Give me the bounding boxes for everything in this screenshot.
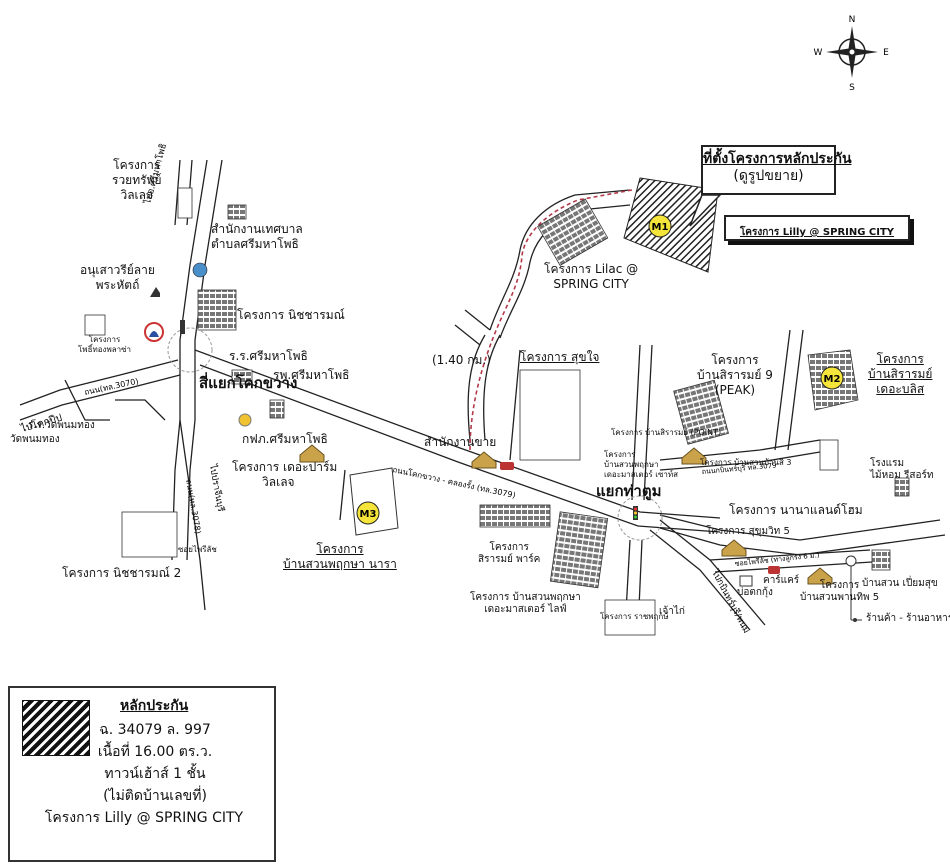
legend-title: หลักประกัน	[120, 698, 189, 714]
place-ot-kung[interactable]: บ่อตกกุ้ง	[737, 587, 773, 598]
marker-m2-label: M2	[824, 374, 841, 385]
place-hotel[interactable]: โรงแรม ไม้หอม รีสอร์ท	[870, 458, 934, 481]
place-shops[interactable]: ร้านค้า - ร้านอาหาร	[866, 613, 950, 624]
place-pea[interactable]: กฟภ.ศรีมหาโพธิ	[242, 432, 328, 446]
legend-line-3: ทาวน์เฮ้าส์ 1 ชั้น	[104, 766, 206, 782]
place-carcare[interactable]: คาร์แคร์	[763, 575, 800, 586]
place-ban-sirarom9[interactable]: โครงการ บ้านสิรารมย์ 9 (PEAK)	[697, 353, 773, 397]
legend-hatch-swatch	[22, 700, 90, 756]
place-nitcharam[interactable]: โครงการ นิชชารมณ์	[237, 308, 345, 322]
legend-line-5: โครงการ Lilly @ SPRING CITY	[44, 810, 244, 826]
callout-title: ที่ตั้งโครงการหลักประกัน	[703, 151, 852, 167]
shrimp-pond-icon	[739, 575, 753, 587]
landmark-icons	[144, 262, 862, 622]
lilly-project-label: โครงการ Lilly @ SPRING CITY	[739, 227, 895, 238]
place-pho-thong[interactable]: โครงการ โพธิ์ทองพลาซ่า	[78, 335, 132, 354]
road-label-3070: ถนน(ทล.3070)	[84, 377, 140, 397]
compass-e: E	[883, 48, 889, 58]
small-label-sirarom-3: โครงการ บ้านสวนบ้านสิ 3	[700, 458, 792, 467]
place-nitcharam2[interactable]: โครงการ นิชชารมณ์ 2	[62, 566, 182, 580]
place-wat-school[interactable]: ร.ร.วัดพนมทอง	[28, 420, 95, 431]
compass-w: W	[814, 48, 823, 58]
legend-line-2: เนื้อที่ 16.00 ตร.ว.	[97, 744, 213, 760]
legend-line-4: (ไม่ติดบ้านเลขที่)	[103, 788, 207, 804]
marker-m1-label: M1	[652, 222, 669, 233]
collateral-callout: ที่ตั้งโครงการหลักประกัน (ดูรูปขยาย)	[701, 145, 852, 195]
road-label-to-prachin: ไปปราจีนบุรี	[207, 463, 226, 513]
car-icon	[500, 462, 514, 470]
compass-rose: N S E W	[812, 12, 892, 93]
traffic-light-icon	[180, 320, 185, 334]
building-blocks	[84, 198, 910, 589]
place-tessaban[interactable]: สำนักงานเทศบาล ตำบลศรีมหาโพธิ	[211, 222, 303, 251]
marker-m3[interactable]: M3	[356, 501, 380, 525]
sign-icon	[192, 262, 208, 278]
small-label-ban-suan-the-master: โครงการ บ้านสวนพฤกษา เดอะมาสเตอร์ เซาท์ส	[604, 450, 679, 479]
shop-pin-icon	[845, 555, 857, 567]
place-sales-office[interactable]: สำนักงานขาย	[424, 435, 497, 449]
place-ruay-sap[interactable]: โครงการ รวยทรัพย์ วิลเลจ	[112, 158, 162, 202]
small-label-soi: ซอยไพรีลัช	[178, 545, 217, 554]
legend-line-1: ฉ. 34079 ล. 997	[99, 722, 211, 738]
place-sukjai[interactable]: โครงการ สุขใจ	[520, 350, 600, 364]
house-icons	[299, 444, 833, 585]
intersection-kok-kwang[interactable]: สี่แยกโคกขวาง	[199, 374, 298, 392]
place-ban-suan-piam[interactable]: บ้านสวน เปี่ยมสุข	[862, 578, 938, 589]
place-nana[interactable]: โครงการ นานาแลนด์โฮม	[729, 503, 863, 517]
road-label-main: ถนนโคกขวาง - คลองรั้ง (ทล.3079)	[392, 463, 517, 500]
intersection-tatoom[interactable]: แยกท่าตูม	[596, 482, 662, 500]
small-label-sirarom-point: โครงการ บ้านสิรารมย์ (POINT)	[611, 428, 722, 437]
roads	[19, 159, 946, 631]
place-wat[interactable]: วัดพนมทอง	[10, 434, 60, 445]
callout-subtitle: (ดูรูปขยาย)	[733, 168, 804, 184]
marker-m2[interactable]: M2	[820, 366, 844, 390]
marker-m1[interactable]: M1	[648, 214, 672, 238]
carcare-icon	[768, 566, 780, 574]
place-sirarom-park[interactable]: โครงการ สิรารมย์ พาร์ค	[478, 542, 541, 565]
power-authority-icon	[238, 413, 252, 427]
place-sukhumvit5[interactable]: โครงการ สุขุมวิท 5	[706, 526, 790, 537]
label-distance: (1.40 กม.)	[432, 353, 491, 367]
collateral-legend: หลักประกัน ฉ. 34079 ล. 997 เนื้อที่ 16.0…	[8, 686, 276, 862]
road-label-3078: ถนน(ทล.3078)	[184, 479, 202, 535]
place-the-bliss[interactable]: โครงการ บ้านสิรารมย์ เดอะบลิส	[868, 352, 933, 396]
place-school-sri[interactable]: ร.ร.ศรีมหาโพธิ	[229, 349, 308, 363]
monument-icon	[150, 287, 160, 297]
place-the-palm[interactable]: โครงการ เดอะปาร์ม วิลเลจ	[232, 460, 338, 489]
place-ban-suan-master[interactable]: โครงการ บ้านสวนพฤกษา เดอะมาสเตอร์ ไลฟ์	[470, 592, 581, 615]
place-lilac[interactable]: โครงการ Lilac @ SPRING CITY	[544, 262, 639, 291]
place-suan-pan[interactable]: โครงการ บ้านสวนพานทิพ 5	[800, 580, 880, 603]
small-label-ratchaphruek: โครงการ ราชพฤกษ์	[600, 612, 669, 621]
lilly-project-box: โครงการ Lilly @ SPRING CITY	[724, 215, 910, 241]
place-chao-kai[interactable]: เจ้าไก่	[659, 606, 685, 617]
compass-s: S	[849, 83, 855, 92]
place-ban-suan-nara[interactable]: โครงการ บ้านสวนพฤกษา นารา	[283, 542, 397, 571]
marker-m3-label: M3	[360, 509, 377, 520]
compass-n: N	[849, 15, 856, 25]
place-monument[interactable]: อนุเสาวรีย์ลาย พระหัตถ์	[80, 263, 155, 292]
place-hospital[interactable]: รพ.ศรีมหาโพธิ	[273, 368, 350, 382]
